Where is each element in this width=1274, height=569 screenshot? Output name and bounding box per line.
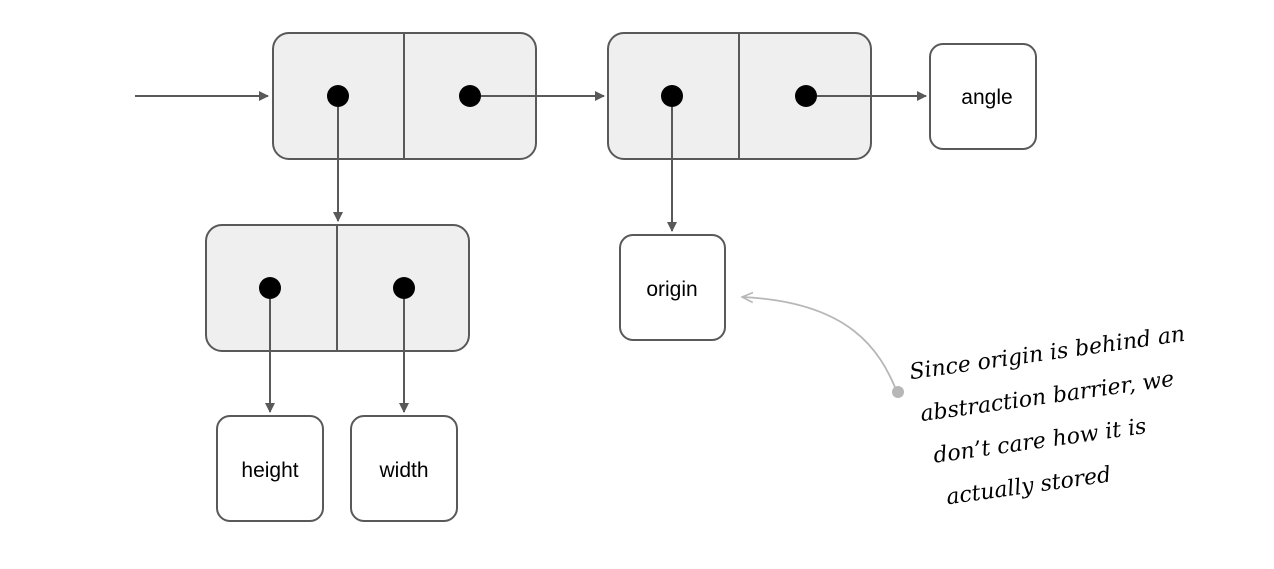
node-box xyxy=(929,43,1037,150)
car-pointer-dot xyxy=(661,85,683,107)
annotation-arrow xyxy=(742,297,898,393)
height-node: height xyxy=(216,415,324,522)
cdr-pointer-dot xyxy=(393,277,415,299)
car-pointer-dot xyxy=(259,277,281,299)
angle-label: angle xyxy=(961,86,1012,109)
height-label: height xyxy=(241,459,298,482)
origin-node: origin xyxy=(619,234,726,341)
annotation-line-3: don’t care how it is xyxy=(932,414,1148,469)
angle-node: angle xyxy=(929,43,1037,150)
node-box xyxy=(216,415,324,522)
node-box xyxy=(350,415,458,522)
node-box xyxy=(619,234,726,341)
origin-label: origin xyxy=(646,278,697,301)
width-node: width xyxy=(350,415,458,522)
car-pointer-dot xyxy=(327,85,349,107)
cdr-pointer-dot xyxy=(795,85,817,107)
width-label: width xyxy=(378,459,428,482)
annotation-anchor-dot xyxy=(892,386,904,398)
pair-box-top-right xyxy=(607,32,872,160)
cdr-pointer-dot xyxy=(459,85,481,107)
pair-box-bottom-left xyxy=(205,224,470,352)
annotation-note: Since origin is behind an abstraction ba… xyxy=(908,322,1187,511)
annotation-line-4: actually stored xyxy=(945,462,1113,510)
